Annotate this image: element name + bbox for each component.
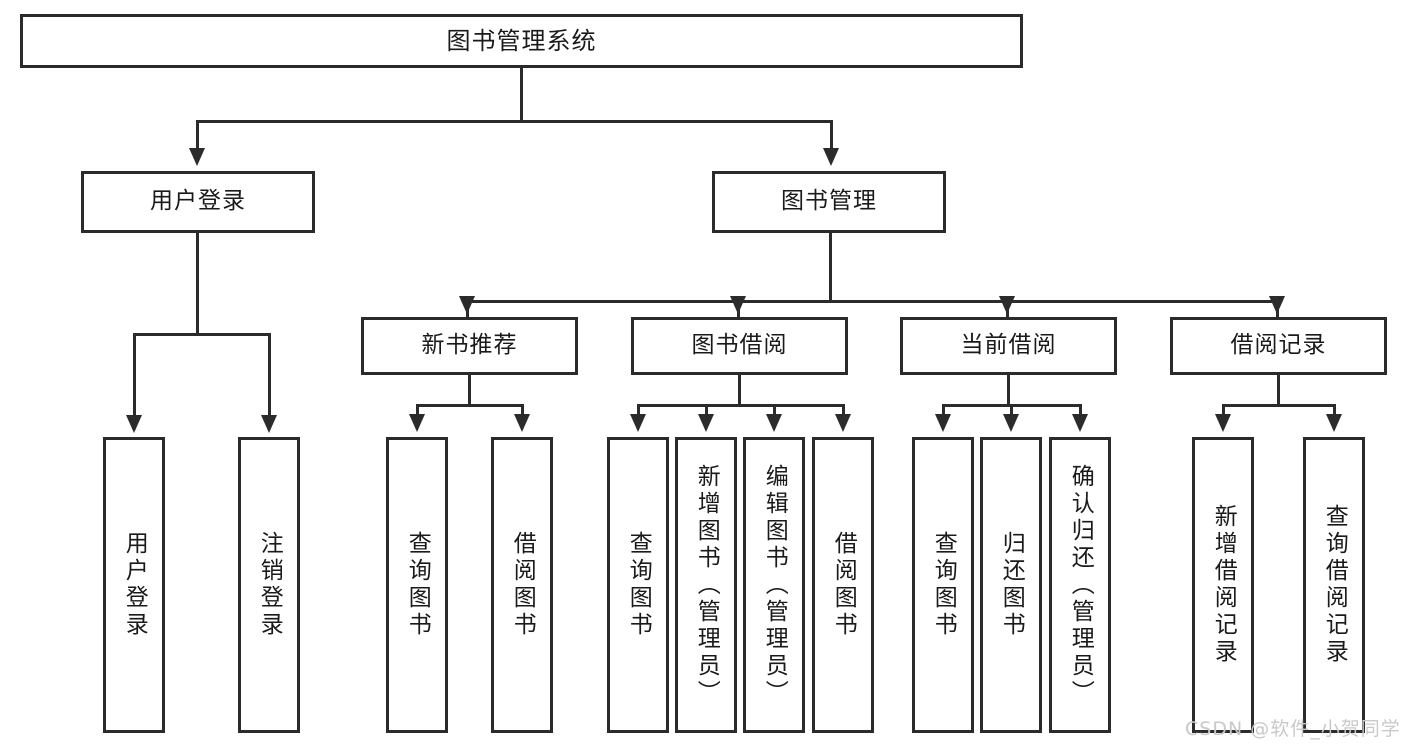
arrow-to-leaf-add-record (1215, 414, 1231, 432)
node-leaf-query-book-current[interactable]: 查询图书 (912, 437, 974, 733)
edge-root-stem (520, 68, 523, 122)
arrow-to-leaf-query-book-3 (935, 414, 951, 432)
edge-to-leaf-query-book-2 (637, 404, 640, 420)
arrow-to-leaf-return-book (1003, 414, 1019, 432)
node-label: 查询图书 (404, 531, 431, 639)
edge-to-leaf-edit-book (773, 404, 776, 420)
edge-book-management-stem (829, 233, 832, 303)
edge-user-login-bus (133, 333, 271, 336)
arrow-to-borrow-record (1269, 296, 1285, 314)
node-leaf-borrow-book-recommend[interactable]: 借阅图书 (491, 437, 553, 733)
edge-new-book-recommend-stem (468, 375, 471, 406)
node-book-borrow[interactable]: 图书借阅 (631, 317, 848, 375)
node-label: 新增借阅记录 (1210, 504, 1237, 666)
node-label: 用户登录 (121, 531, 148, 639)
edge-root-to-user-login (196, 120, 199, 150)
node-label: 用户登录 (150, 188, 246, 215)
edge-to-leaf-borrow-book-2 (842, 404, 845, 420)
arrow-to-leaf-query-book-2 (630, 414, 646, 432)
arrow-to-book-management (823, 148, 839, 166)
node-label: 新增图书（管理员） (693, 463, 720, 707)
node-label: 借阅记录 (1230, 332, 1327, 359)
node-label: 当前借阅 (960, 332, 1057, 359)
node-borrow-record[interactable]: 借阅记录 (1170, 317, 1387, 375)
node-book-management[interactable]: 图书管理 (712, 171, 946, 233)
edge-to-leaf-return-book (1010, 404, 1013, 420)
arrow-to-leaf-add-book (698, 414, 714, 432)
node-user-login[interactable]: 用户登录 (81, 171, 315, 233)
edge-to-leaf-borrow-book-1 (521, 404, 524, 420)
edge-to-leaf-logout-login (268, 333, 271, 419)
node-leaf-query-record[interactable]: 查询借阅记录 (1303, 437, 1365, 733)
node-label: 确认归还（管理员） (1067, 463, 1094, 707)
arrow-to-leaf-borrow-book-1 (514, 414, 530, 432)
node-leaf-add-book[interactable]: 新增图书（管理员） (675, 437, 737, 733)
arrow-to-leaf-edit-book (766, 414, 782, 432)
node-label: 查询图书 (930, 531, 957, 639)
edge-borrow-record-stem (1277, 375, 1280, 406)
node-label: 借阅图书 (830, 531, 857, 639)
edge-root-to-book-management (830, 120, 833, 150)
arrow-to-leaf-query-book-1 (409, 414, 425, 432)
edge-book-management-bus (466, 300, 1278, 303)
arrow-to-leaf-confirm-return (1072, 414, 1088, 432)
node-leaf-user-login[interactable]: 用户登录 (103, 437, 165, 733)
node-root-book-management-system[interactable]: 图书管理系统 (20, 14, 1023, 68)
edge-current-borrow-stem (1007, 375, 1010, 406)
node-label: 新书推荐 (421, 332, 518, 359)
node-leaf-return-book[interactable]: 归还图书 (980, 437, 1042, 733)
node-leaf-borrow-book-borrow[interactable]: 借阅图书 (812, 437, 874, 733)
node-leaf-add-record[interactable]: 新增借阅记录 (1192, 437, 1254, 733)
arrow-to-new-book-recommend (459, 296, 475, 314)
edge-to-leaf-add-book (705, 404, 708, 420)
arrow-to-current-borrow (999, 296, 1015, 314)
edge-book-borrow-bus (637, 404, 845, 407)
node-leaf-query-book-recommend[interactable]: 查询图书 (386, 437, 448, 733)
edge-root-bus (196, 120, 833, 123)
arrow-to-leaf-query-record (1326, 414, 1342, 432)
node-label: 图书管理 (781, 188, 877, 215)
edge-to-leaf-add-record (1222, 404, 1225, 420)
node-leaf-logout-login[interactable]: 注销登录 (238, 437, 300, 733)
edge-user-login-stem (196, 233, 199, 335)
node-label: 图书借阅 (691, 332, 788, 359)
edge-borrow-record-bus (1222, 404, 1336, 407)
edge-to-leaf-confirm-return (1079, 404, 1082, 420)
node-leaf-query-book-borrow[interactable]: 查询图书 (607, 437, 669, 733)
edge-to-leaf-query-record (1333, 404, 1336, 420)
arrow-to-leaf-user-login (126, 415, 142, 433)
edge-to-leaf-query-book-1 (416, 404, 419, 420)
node-current-borrow[interactable]: 当前借阅 (900, 317, 1117, 375)
arrow-to-book-borrow (730, 296, 746, 314)
node-label: 查询借阅记录 (1321, 504, 1348, 666)
edge-to-leaf-query-book-3 (942, 404, 945, 420)
node-label: 借阅图书 (509, 531, 536, 639)
node-new-book-recommend[interactable]: 新书推荐 (361, 317, 578, 375)
node-label: 图书管理系统 (446, 26, 597, 55)
node-label: 注销登录 (256, 531, 283, 639)
arrow-to-leaf-borrow-book-2 (835, 414, 851, 432)
edge-to-leaf-user-login (133, 333, 136, 419)
arrow-to-user-login (189, 148, 205, 166)
arrow-to-leaf-logout-login (261, 415, 277, 433)
edge-new-book-recommend-bus (416, 404, 524, 407)
node-leaf-confirm-return[interactable]: 确认归还（管理员） (1049, 437, 1111, 733)
node-label: 归还图书 (998, 531, 1025, 639)
node-leaf-edit-book[interactable]: 编辑图书（管理员） (743, 437, 805, 733)
node-label: 查询图书 (625, 531, 652, 639)
edge-book-borrow-stem (738, 375, 741, 406)
node-label: 编辑图书（管理员） (761, 463, 788, 707)
